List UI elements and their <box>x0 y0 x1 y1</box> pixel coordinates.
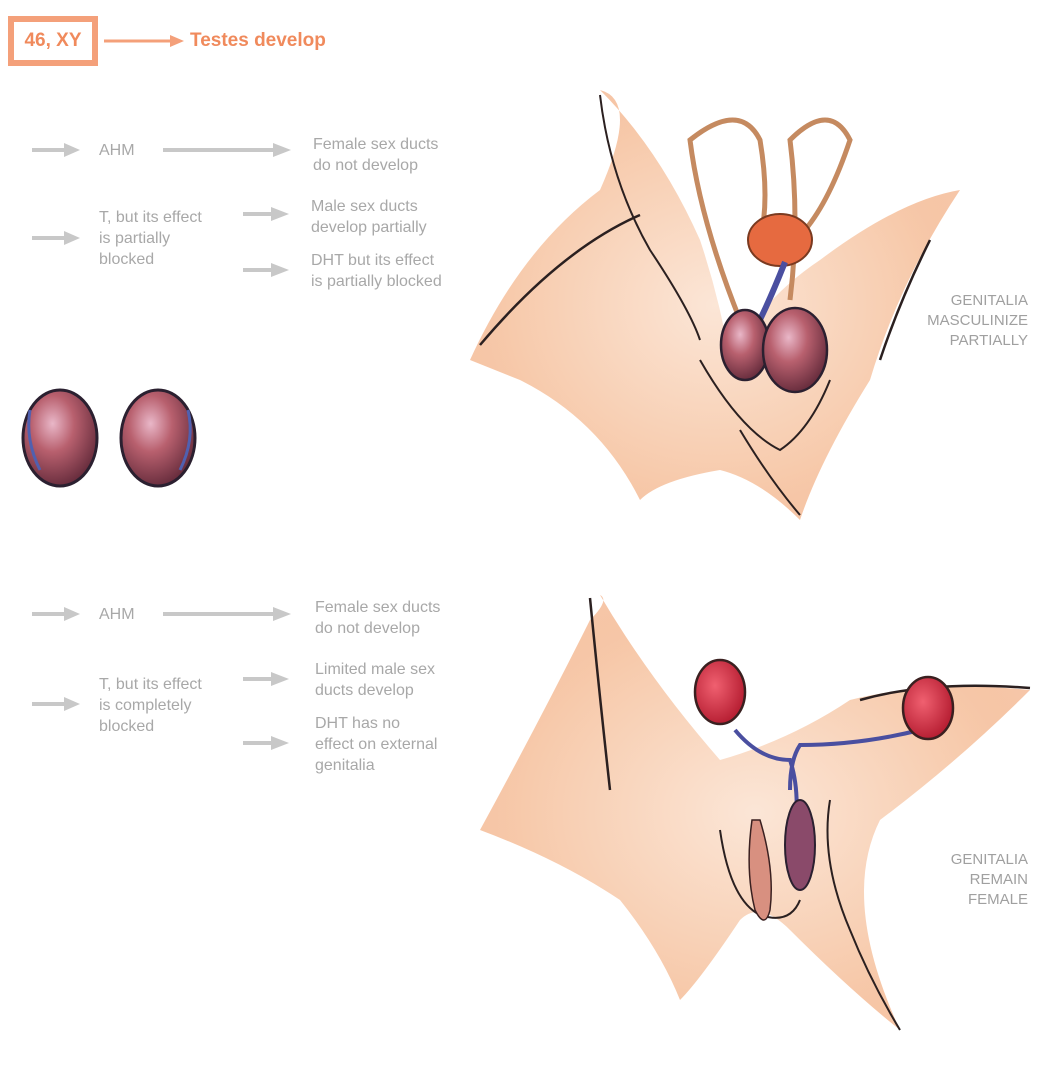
top-ahm-arrow-icon <box>32 143 80 157</box>
bottom-t-effect: Limited male sex ducts develop <box>315 659 435 701</box>
bottom-dht-arrow-icon <box>243 736 289 750</box>
bottom-t-arrow-icon <box>32 697 80 711</box>
top-t-effect-arrow-icon <box>243 207 289 221</box>
bottom-ahm-effect: Female sex ducts do not develop <box>315 597 440 639</box>
top-ahm-effect: Female sex ducts do not develop <box>313 134 438 176</box>
bottom-ahm-effect-arrow-icon <box>163 607 291 621</box>
top-ahm-label: AHM <box>99 140 135 161</box>
karyotype-label: 46, XY <box>24 30 81 52</box>
header-arrow-icon <box>104 34 184 48</box>
bottom-dht-effect: DHT has no effect on external genitalia <box>315 713 437 776</box>
bottom-t-effect-arrow-icon <box>243 672 289 686</box>
bottom-genitalia-drawing <box>480 595 1030 1030</box>
top-t-label: T, but its effect is partially blocked <box>99 207 202 270</box>
bottom-t-label: T, but its effect is completely blocked <box>99 674 202 737</box>
testes-develop-label: Testes develop <box>190 30 326 52</box>
top-dht-arrow-icon <box>243 263 289 277</box>
top-dht-effect: DHT but its effect is partially blocked <box>311 250 442 292</box>
top-genitalia-drawing <box>470 90 960 520</box>
bottom-ahm-label: AHM <box>99 604 135 625</box>
bottom-genitalia-label: GENITALIA REMAIN FEMALE <box>951 850 1028 910</box>
gonads-drawing <box>23 390 195 486</box>
top-genitalia-label: GENITALIA MASCULINIZE PARTIALLY <box>927 291 1028 351</box>
top-ahm-effect-arrow-icon <box>163 143 291 157</box>
bottom-ahm-arrow-icon <box>32 607 80 621</box>
top-t-arrow-icon <box>32 231 80 245</box>
top-t-effect: Male sex ducts develop partially <box>311 196 427 238</box>
karyotype-box: 46, XY <box>8 16 98 66</box>
